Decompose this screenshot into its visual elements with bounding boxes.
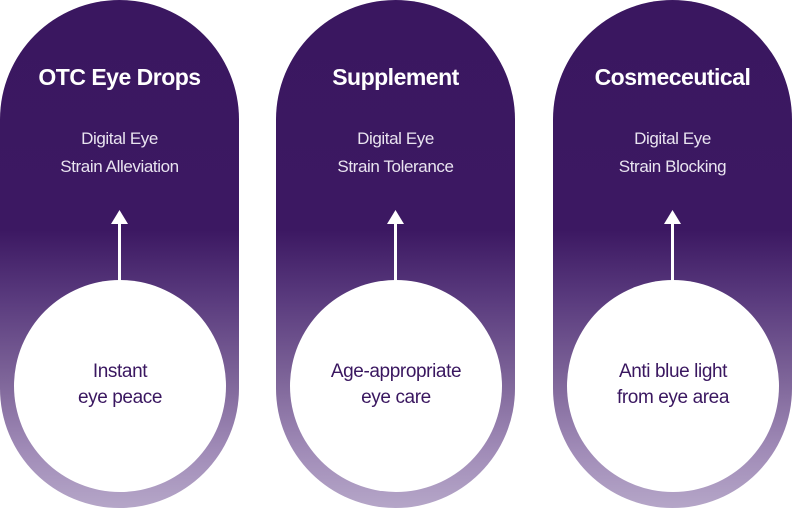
subtitle-line: Strain Blocking [618, 157, 727, 176]
benefit-text: Age-appropriate eye care [330, 359, 462, 411]
benefit-text: Anti blue light from eye area [617, 359, 729, 411]
benefit-line: from eye area [616, 387, 730, 408]
arrow-up-icon [387, 210, 404, 282]
capsule-supplement: Supplement Digital Eye Strain Tolerance … [276, 0, 515, 508]
capsule-title: OTC Eye Drops [38, 64, 201, 90]
capsule-subtitle: Digital Eye Strain Alleviation [0, 125, 239, 181]
capsule-cosmeceutical: Cosmeceutical Digital Eye Strain Blockin… [553, 0, 792, 508]
subtitle-line: Digital Eye [81, 129, 158, 148]
subtitle-line: Digital Eye [357, 129, 434, 148]
benefit-circle: Instant eye peace [14, 280, 226, 492]
capsule-title: Supplement [332, 64, 459, 90]
subtitle-line: Digital Eye [634, 129, 711, 148]
benefit-line: Anti blue light [618, 361, 728, 382]
benefit-line: Instant [92, 361, 148, 382]
capsule-subtitle: Digital Eye Strain Blocking [553, 125, 792, 181]
benefit-text: Instant eye peace [78, 359, 162, 411]
benefit-line: eye peace [77, 387, 163, 408]
benefit-line: eye care [361, 387, 431, 408]
subtitle-line: Strain Tolerance [337, 157, 454, 176]
capsule-title: Cosmeceutical [594, 64, 751, 90]
capsule-otc-eye-drops: OTC Eye Drops Digital Eye Strain Allevia… [0, 0, 239, 508]
benefit-line: Age-appropriate [330, 361, 462, 382]
benefit-circle: Anti blue light from eye area [567, 280, 779, 492]
arrow-up-icon [111, 210, 128, 282]
benefit-circle: Age-appropriate eye care [290, 280, 502, 492]
subtitle-line: Strain Alleviation [60, 157, 179, 176]
arrow-up-icon [664, 210, 681, 282]
capsule-subtitle: Digital Eye Strain Tolerance [276, 125, 515, 181]
